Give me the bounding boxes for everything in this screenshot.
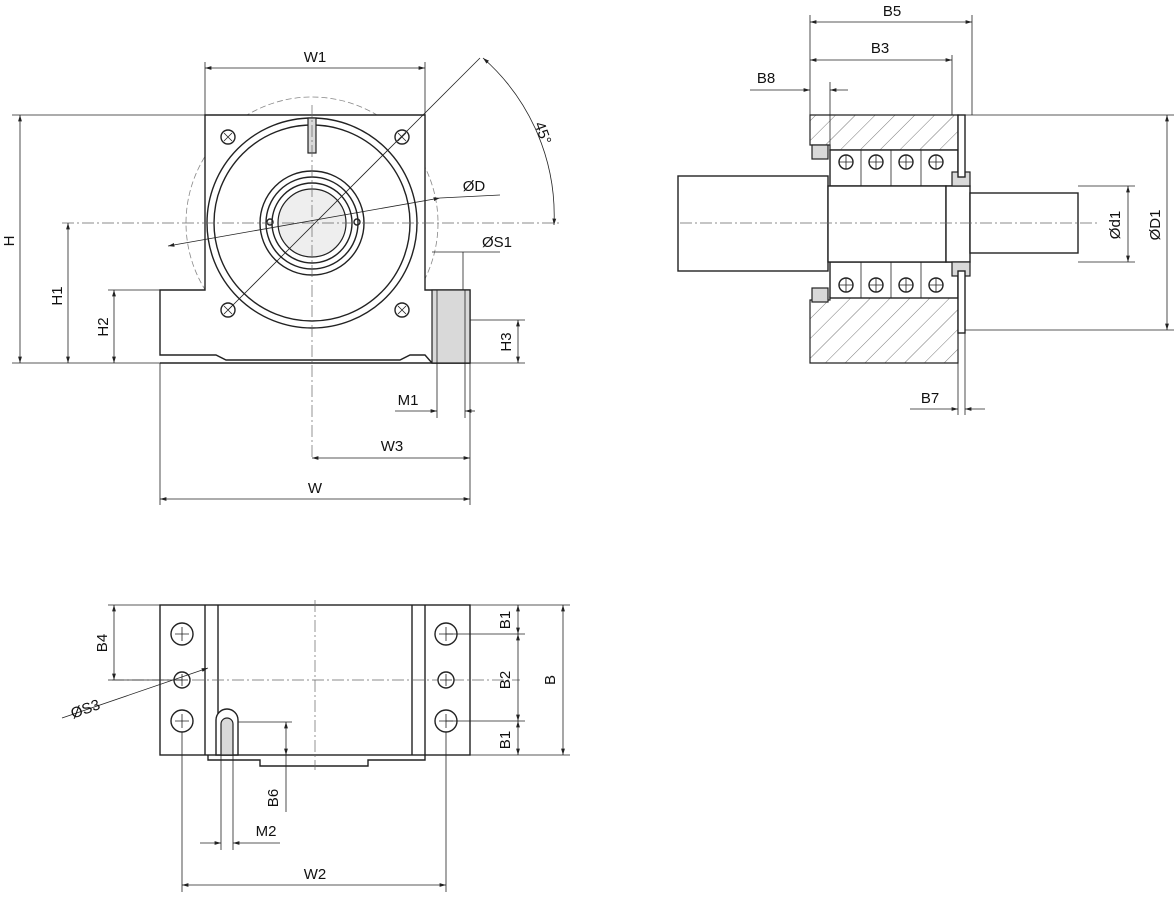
label-w2: W2: [304, 866, 327, 883]
nut-body: [827, 185, 947, 263]
bottom-view: B4 ØS3 B1 B2 B1 B B6 M2 W2: [61, 600, 570, 892]
bearings-lower: [838, 262, 944, 298]
section-view: B5 B3 B8 B7 Ød1 ØD1: [677, 3, 1174, 415]
left-holes: [170, 622, 194, 733]
label-m2: M2: [256, 823, 277, 840]
label-d: ØD: [463, 178, 486, 195]
label-b1-top: B1: [497, 611, 514, 629]
label-b8: B8: [757, 70, 775, 87]
label-m1: M1: [398, 392, 419, 409]
label-s1: ØS1: [482, 234, 512, 251]
label-h3: H3: [498, 332, 515, 351]
label-b1-bottom: B1: [497, 731, 514, 749]
end-plate-lower: [957, 270, 966, 334]
bottom-step: [207, 755, 426, 767]
label-h1: H1: [49, 286, 66, 305]
label-D1: ØD1: [1147, 210, 1164, 241]
label-h: H: [1, 236, 18, 247]
label-b6: B6: [265, 789, 282, 807]
seal-lower: [811, 287, 829, 303]
label-b5: B5: [883, 3, 901, 20]
right-holes: [434, 622, 458, 733]
label-b3: B3: [871, 40, 889, 57]
housing-upper: [809, 114, 959, 151]
label-w: W: [308, 480, 323, 497]
diameter-d-line: [167, 197, 441, 247]
diagonal-45-line: [227, 57, 481, 311]
angle-arc: [482, 57, 557, 226]
label-w1: W1: [304, 49, 327, 66]
front-view: W1 45° ØD ØS1 H H1 H2 H3 M1: [1, 49, 560, 505]
bearings-upper: [838, 150, 944, 186]
shaft-left: [677, 175, 829, 272]
end-plate-upper: [957, 114, 966, 178]
label-b7: B7: [921, 390, 939, 407]
label-d1: Ød1: [1107, 211, 1124, 239]
label-angle: 45°: [531, 120, 555, 147]
label-w3: W3: [381, 438, 404, 455]
thread-lug: [431, 289, 471, 364]
key-slot-inner: [220, 717, 234, 756]
label-b: B: [542, 675, 559, 685]
label-s3: ØS3: [69, 696, 103, 722]
label-b4: B4: [94, 634, 111, 652]
label-h2: H2: [95, 317, 112, 336]
housing-lower: [809, 296, 959, 364]
lock-nut: [945, 185, 971, 263]
seal-upper: [811, 144, 829, 160]
label-b2: B2: [497, 671, 514, 689]
